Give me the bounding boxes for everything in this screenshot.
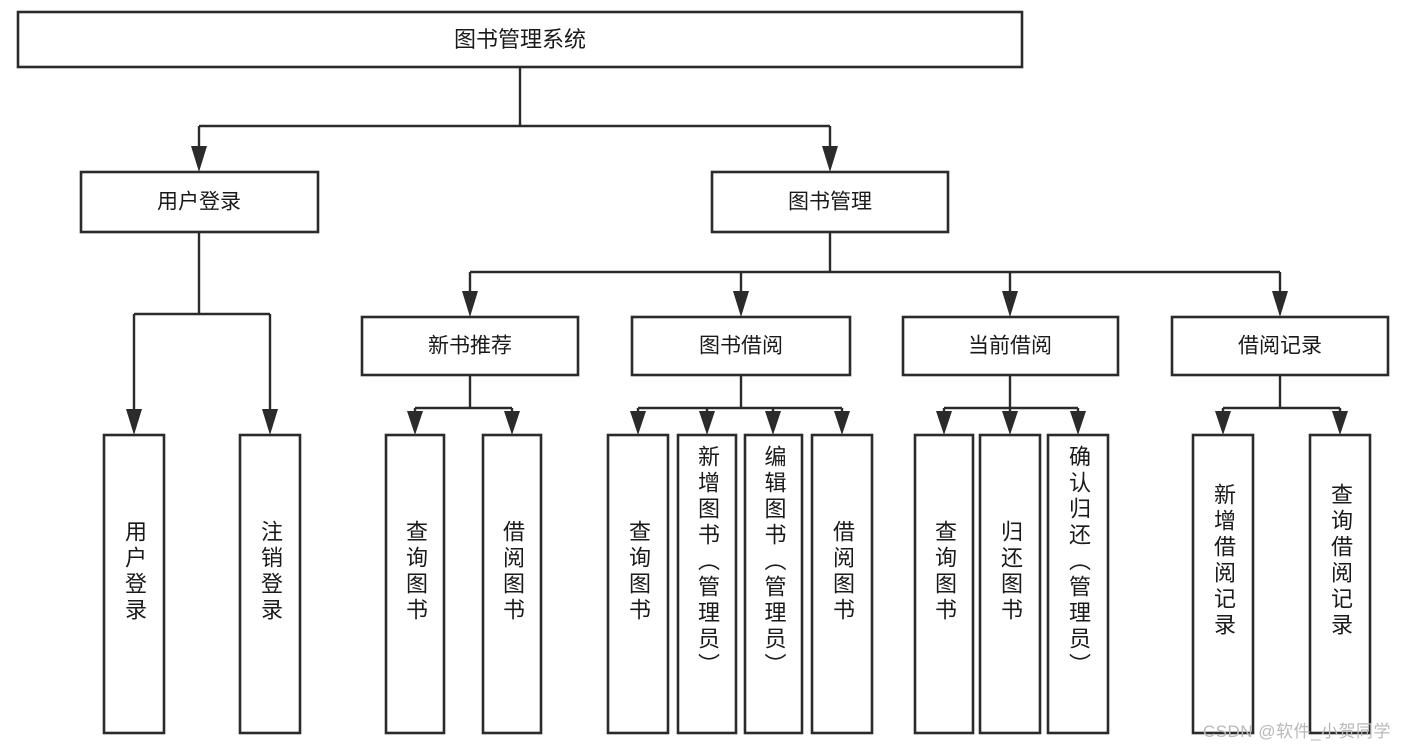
node-root[interactable]: 图书管理系统 [16, 10, 1024, 69]
leaf-edit-book-box[interactable] [743, 433, 804, 735]
arrow-to-leaf-return-book [1002, 411, 1018, 435]
node-borrow-record[interactable]: 借阅记录 [1170, 315, 1390, 377]
arrow-to-leaf-confirm-return [1070, 411, 1086, 435]
node-current-borrow-box[interactable] [901, 315, 1120, 377]
arrow-to-borrow-record [1272, 291, 1288, 317]
arrow-to-leaf-logout [262, 409, 278, 435]
arrow-to-leaf-add-book [699, 411, 715, 435]
arrow-to-leaf-query-record [1332, 411, 1348, 435]
leaf-borrow-book-2-box[interactable] [810, 433, 874, 735]
arrow-to-new-book-rec [462, 291, 478, 317]
arrow-to-leaf-borrow-book-2 [834, 411, 850, 435]
node-borrow-record-box[interactable] [1170, 315, 1390, 377]
node-book-manage[interactable]: 图书管理 [710, 170, 950, 234]
leaf-user-login-box[interactable] [102, 433, 166, 735]
leaf-query-book-2-box[interactable] [606, 433, 670, 735]
arrow-to-current-borrow [1002, 291, 1018, 317]
leaf-box-group [102, 433, 1372, 735]
arrow-to-leaf-query-book-3 [936, 411, 952, 435]
node-current-borrow[interactable]: 当前借阅 [901, 315, 1120, 377]
arrow-to-leaf-borrow-book-1 [504, 411, 520, 435]
arrow-to-leaf-query-book-2 [630, 411, 646, 435]
arrow-to-leaf-query-book-1 [407, 411, 423, 435]
leaf-return-book-box[interactable] [978, 433, 1042, 735]
arrow-to-book-manage [822, 146, 838, 172]
node-user-login-label: 用户登录 [157, 191, 241, 214]
leaf-add-record-box[interactable] [1191, 433, 1255, 735]
node-book-borrow[interactable]: 图书借阅 [630, 315, 852, 377]
node-book-manage-box[interactable] [710, 170, 950, 234]
arrow-to-leaf-edit-book [765, 411, 781, 435]
node-borrow-record-label: 借阅记录 [1238, 335, 1322, 358]
edge-group-user-login-to-leaves [126, 232, 278, 435]
edge-group-current-borrow-to-leaves [936, 375, 1086, 435]
arrow-to-leaf-user-login [126, 409, 142, 435]
node-user-login[interactable]: 用户登录 [79, 170, 320, 234]
node-root-label: 图书管理系统 [454, 27, 586, 52]
node-new-book-rec[interactable]: 新书推荐 [360, 315, 580, 377]
edge-group-book-borrow-to-leaves [630, 375, 850, 435]
node-book-borrow-box[interactable] [630, 315, 852, 377]
node-new-book-rec-box[interactable] [360, 315, 580, 377]
leaf-query-record-box[interactable] [1308, 433, 1372, 735]
edge-group-root-to-level2 [191, 67, 838, 172]
leaf-logout-box[interactable] [238, 433, 302, 735]
edge-group-borrow-record-to-leaves [1215, 375, 1348, 435]
node-new-book-rec-label: 新书推荐 [428, 335, 512, 358]
node-user-login-box[interactable] [79, 170, 320, 234]
arrow-to-book-borrow [733, 291, 749, 317]
node-current-borrow-label: 当前借阅 [968, 335, 1052, 358]
leaf-add-book-box[interactable] [676, 433, 738, 735]
leaf-query-book-1-box[interactable] [384, 433, 446, 735]
node-book-manage-label: 图书管理 [788, 191, 872, 214]
leaf-confirm-return-box[interactable] [1046, 433, 1110, 735]
leaf-query-book-3-box[interactable] [913, 433, 975, 735]
node-root-box[interactable] [16, 10, 1024, 69]
arrow-to-leaf-add-record [1215, 411, 1231, 435]
node-book-borrow-label: 图书借阅 [699, 335, 783, 358]
edge-group-book-manage-to-level3 [462, 232, 1288, 317]
edge-group-new-book-rec-to-leaves [407, 375, 520, 435]
arrow-to-user-login [191, 146, 207, 172]
leaf-borrow-book-1-box[interactable] [481, 433, 543, 735]
